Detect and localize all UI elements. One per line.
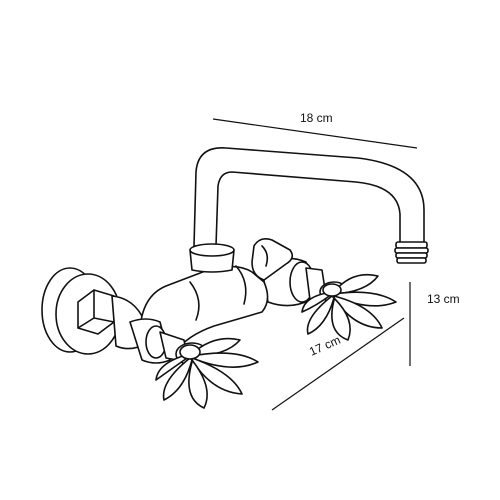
mixer-body <box>139 238 294 357</box>
aerator <box>394 241 429 264</box>
height-label: 13 cm <box>427 292 460 306</box>
right-handle <box>301 273 397 341</box>
left-handle <box>155 337 259 409</box>
width-label: 18 cm <box>300 111 333 125</box>
spout-collar <box>189 243 235 273</box>
depth-dimension-line <box>271 317 405 411</box>
width-dimension-line <box>212 118 418 149</box>
spout <box>193 147 429 264</box>
wall-mount-left <box>41 267 147 355</box>
